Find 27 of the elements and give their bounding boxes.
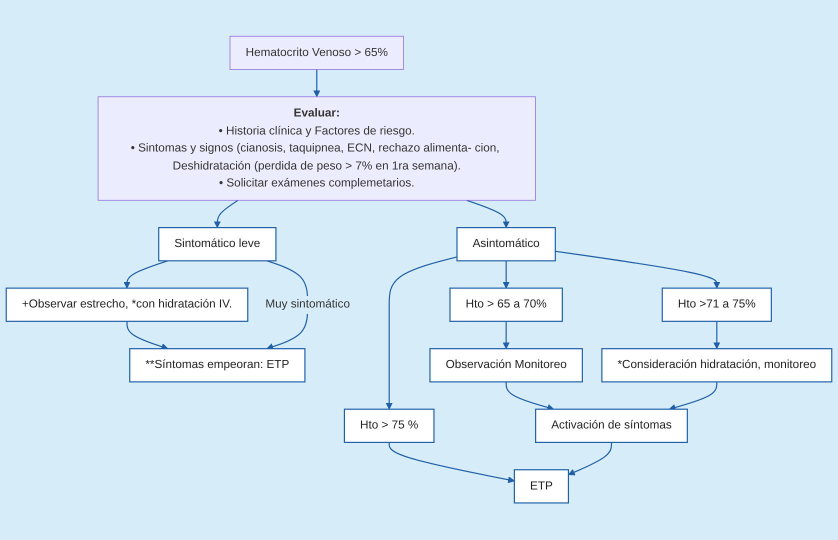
node-box: Hto > 65 a 70% [449,288,563,322]
node-box: Sintomático leve [158,227,277,262]
node-box: Hto > 75 % [344,409,435,444]
arrow [502,261,510,289]
arrow [386,256,458,410]
arrow [466,200,510,228]
node-box: Observación Monitoreo [429,348,583,383]
node-box: **Síntomas empeoran: ETP [129,348,306,383]
arrow [713,322,720,350]
edge-label: Muy sintomático [265,298,350,312]
node-box: Asintomático [456,227,556,262]
arrow [506,382,554,412]
arrow [313,70,320,98]
node-box: Activación de síntomas [535,409,688,444]
arrow [214,200,238,228]
node-box: Hto >71 a 75% [662,288,772,322]
arrow [668,382,718,412]
arrow [126,322,168,350]
node-box: Hematocrito Venoso > 65% [230,36,404,70]
node-box: ETP [514,470,569,504]
node-box: +Observar estrecho, *con hidratación IV. [6,288,248,322]
arrow [502,322,510,350]
node-box: Evaluar: • Historia clínica y Factores de riesgo. • Sintomas y signos (cianosis, taquipnea, ECN, rechazo alimenta- cion, Deshidratación (perdida de peso > 7% en 1ra semana). • Solicitar exámenes complemetarios. [98,96,536,202]
arrow [568,442,612,476]
arrow [388,442,515,484]
node-box: *Consideración hidratación, monitoreo [601,348,832,383]
arrow [555,251,720,289]
